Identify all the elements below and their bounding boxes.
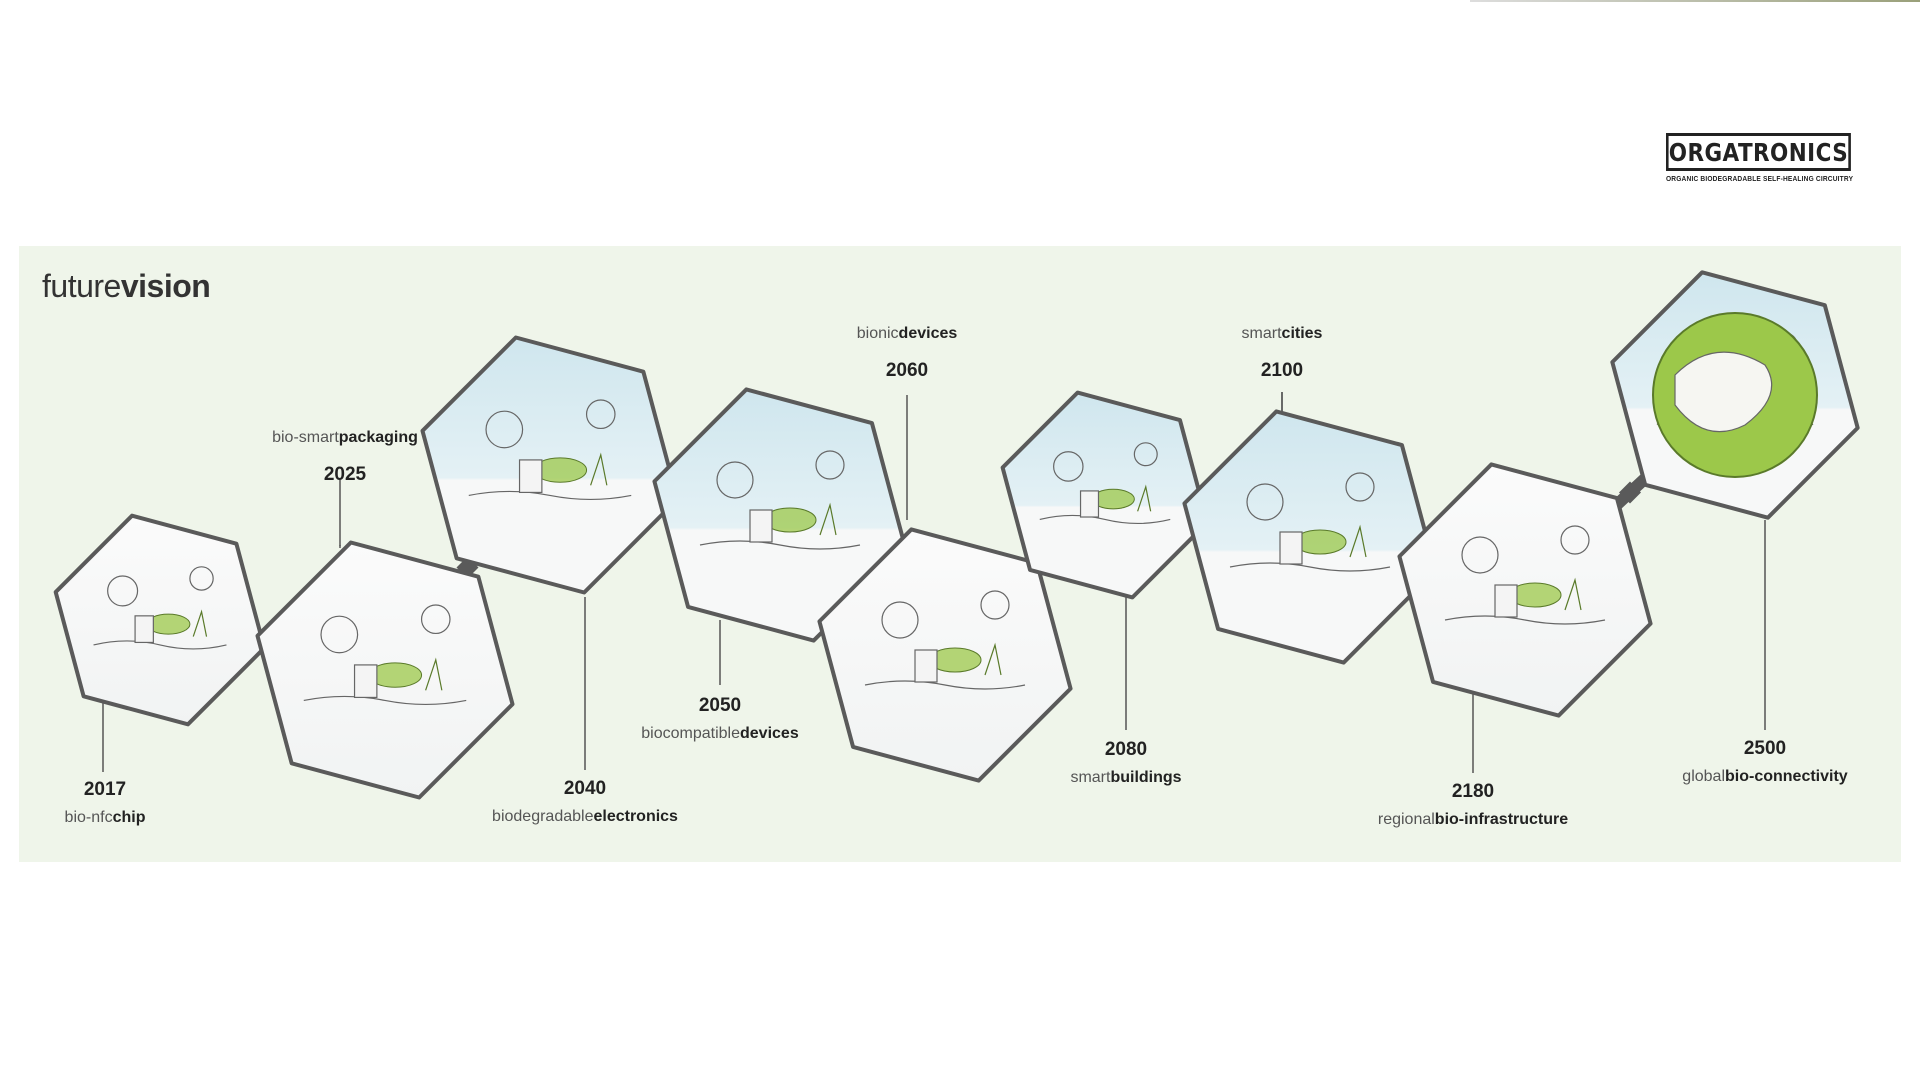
title-light: future (42, 268, 121, 304)
milestone-2040: 2040 biodegradableelectronics (492, 778, 678, 826)
plant-sketch (1137, 484, 1152, 512)
milestone-year: 2050 (698, 695, 742, 716)
ground-line (1229, 562, 1391, 572)
ground-line (864, 680, 1026, 690)
hex-2025-bio-smart-packaging (255, 540, 515, 800)
milestone-year: 2500 (1743, 738, 1787, 759)
milestone-2180: 2180 regionalbio-infrastructure (1378, 781, 1568, 829)
plant-sketch (590, 452, 608, 486)
ground-line (1444, 615, 1606, 625)
thought-bubble (320, 615, 359, 654)
sketch-illustration (864, 590, 1026, 690)
milestone-2050: 2050 biocompatibledevices (641, 695, 798, 743)
milestone-caption: biocompatibledevices (641, 725, 799, 742)
thought-bubble (1133, 442, 1158, 467)
ground-line (93, 640, 227, 650)
sketch-illustration (1229, 472, 1391, 572)
milestone-2080: 2080 smartbuildings (1070, 739, 1181, 787)
object-sketch (1079, 490, 1100, 518)
thought-bubble (585, 399, 616, 430)
milestone-caption: smartbuildings (1070, 769, 1182, 786)
plant-sketch (192, 609, 208, 637)
ground-line (468, 490, 632, 501)
sketch-illustration (468, 399, 632, 501)
thought-bubble (1345, 472, 1375, 502)
orgatronics-logo: ORGATRONICS ORGANIC BIODEGRADABLE SELF-H… (1666, 133, 1854, 183)
milestone-year: 2180 (1451, 781, 1495, 802)
object-sketch (1279, 531, 1303, 565)
milestone-caption: bio-smartpackaging (272, 429, 418, 446)
sketch-illustration (1444, 525, 1606, 625)
plant-sketch (1349, 524, 1367, 558)
object-sketch (749, 509, 773, 543)
hex-2500-global-bio-connectivity (1610, 270, 1860, 520)
plant-sketch (984, 642, 1002, 676)
thought-bubble (1246, 483, 1284, 521)
milestone-caption: bionicdevices (856, 325, 958, 342)
milestone-caption: globalbio-connectivity (1682, 768, 1848, 785)
hex-2017-bio-nfc-chip (53, 513, 267, 727)
thought-bubble (485, 410, 524, 449)
object-sketch (1494, 584, 1518, 618)
ground-line (1039, 514, 1171, 525)
page-title: futurevision (42, 268, 211, 305)
sketch-illustration (93, 566, 227, 650)
sketch-illustration (1039, 442, 1171, 525)
milestone-caption: smartcities (1241, 325, 1323, 342)
logo-wordmark: ORGATRONICS (1666, 133, 1851, 171)
hex-2100-smart-cities (1182, 409, 1438, 665)
hex-2050-biocompatible-devices (652, 387, 908, 643)
milestone-year: 2100 (1260, 360, 1304, 381)
milestone-caption: biodegradableelectronics (492, 808, 678, 825)
thought-bubble (107, 575, 139, 607)
object-sketch (134, 615, 154, 644)
hex-2040-biodegradable-electronics (420, 335, 680, 595)
sketch-illustration (303, 604, 467, 706)
sketch-illustration (699, 450, 861, 550)
hex-2180-regional-bio-infrastructure (1397, 462, 1653, 718)
milestone-year: 2040 (563, 778, 607, 799)
object-sketch (518, 459, 543, 494)
thought-bubble (189, 566, 214, 591)
logo-tagline: ORGANIC BIODEGRADABLE SELF-HEALING CIRCU… (1666, 174, 1854, 183)
connector-node (1619, 481, 1641, 504)
plant-sketch (1564, 577, 1582, 611)
milestone-year: 2017 (83, 779, 127, 800)
thought-bubble (1461, 536, 1499, 574)
object-sketch (914, 649, 938, 683)
milestone-2060: bionicdevices 2060 (857, 325, 958, 382)
milestone-2025: bio-smartpackaging 2025 (272, 429, 418, 486)
thought-bubble (815, 450, 845, 480)
plant-sketch (425, 657, 443, 691)
continent-sketch (1674, 351, 1773, 433)
milestone-2100: smartcities 2100 (1242, 325, 1323, 382)
milestone-year: 2080 (1104, 739, 1148, 760)
title-bold: vision (120, 268, 211, 304)
leader-line-group (102, 392, 1766, 773)
ground-line (699, 540, 861, 550)
milestone-caption: bio-nfcchip (64, 809, 146, 826)
thought-bubble (1053, 451, 1084, 482)
milestone-year: 2025 (323, 464, 367, 485)
thought-bubble (420, 604, 451, 635)
ground-line (303, 695, 467, 706)
milestone-caption: regionalbio-infrastructure (1377, 811, 1569, 828)
thought-bubble (881, 601, 919, 639)
thought-bubble (1560, 525, 1590, 555)
hex-2080-smart-buildings (1000, 390, 1210, 600)
object-sketch (353, 664, 378, 699)
top-accent-line (1470, 0, 1920, 2)
thought-bubble (716, 461, 754, 499)
sketch-illustration (1652, 312, 1818, 478)
thought-bubble (980, 590, 1010, 620)
milestone-2500: 2500 globalbio-connectivity (1682, 738, 1847, 786)
plant-sketch (819, 502, 837, 536)
hexagon-group (53, 270, 1860, 800)
milestone-2017: 2017 bio-nfcchip (65, 779, 146, 827)
milestone-year: 2060 (885, 360, 929, 381)
